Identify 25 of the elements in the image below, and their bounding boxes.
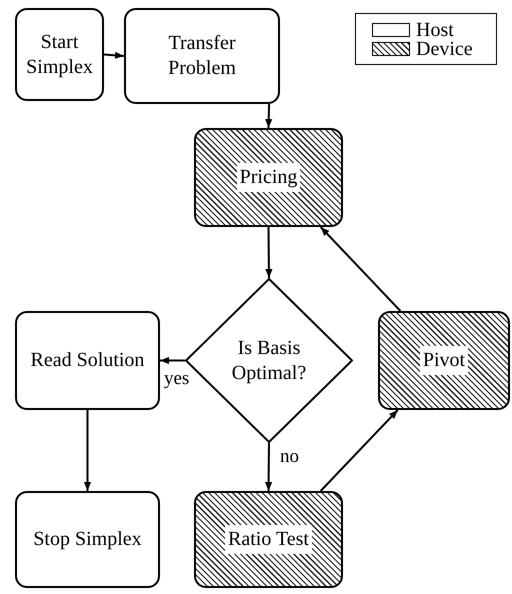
arrow <box>104 52 124 59</box>
legend-label: Device <box>416 38 473 58</box>
arrow <box>160 356 185 364</box>
node-label: Ratio Test <box>224 525 312 554</box>
node-label: Pivot <box>420 346 468 375</box>
node-label: Is Basis Optimal? <box>230 336 308 386</box>
device-process-box <box>194 128 343 227</box>
node-label: Stop Simplex <box>33 527 142 552</box>
node-label: Pricing <box>236 163 300 192</box>
arrow <box>265 226 272 278</box>
node-label: Transfer Problem <box>167 31 237 81</box>
arrow <box>320 226 402 312</box>
process-box <box>15 311 160 410</box>
arrow <box>84 410 92 491</box>
arrow <box>265 442 272 492</box>
arrow <box>265 104 272 128</box>
process-box <box>15 8 104 101</box>
device-process-box <box>378 311 510 410</box>
process-box <box>124 8 280 104</box>
legend-label: Host <box>416 20 454 40</box>
process-box <box>15 491 160 588</box>
node-label: Read Solution <box>30 348 144 373</box>
node-label: Start Simplex <box>25 30 94 80</box>
arrow <box>320 409 399 492</box>
device-process-box <box>194 491 343 588</box>
